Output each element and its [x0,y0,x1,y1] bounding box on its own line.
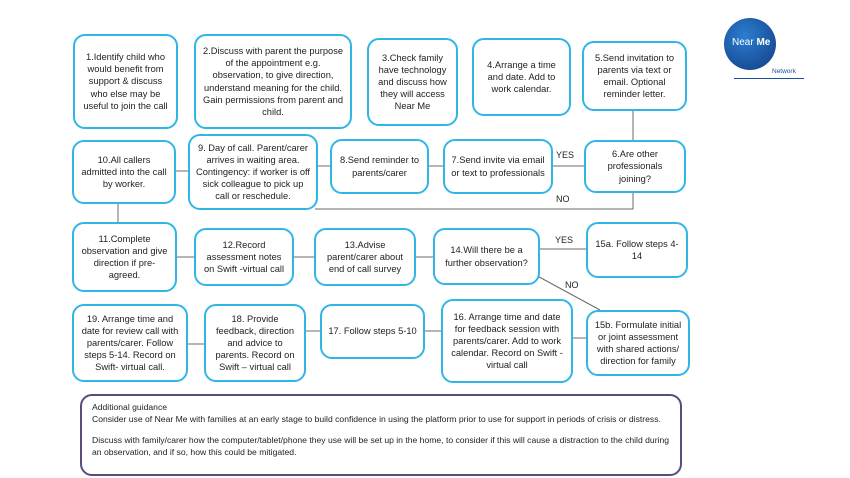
logo-underline [734,78,804,79]
step-4-box: 4.Arrange a time and date. Add to work c… [472,38,571,116]
no-label-step-14: NO [565,280,579,290]
step-1-box: 1.Identify child who would benefit from … [73,34,178,129]
step-15a-box: 15a. Follow steps 4-14 [586,222,688,278]
step-15b-text: 15b. Formulate initial or joint assessme… [594,319,682,367]
step-5-box: 5.Send invitation to parents via text or… [582,41,687,111]
logo-network-label: Network [772,68,796,75]
guidance-title: Additional guidance [92,402,168,412]
step-16-text: 16. Arrange time and date for feedback s… [451,311,563,371]
step-2-text: 2.Discuss with parent the purpose of the… [202,46,344,117]
step-19-box: 19. Arrange time and date for review cal… [72,304,188,382]
step-6-box: 6.Are other professionals joining? [584,140,686,193]
step-1-text: 1.Identify child who would benefit from … [83,52,168,111]
step-8-box: 8.Send reminder to parents/carer [330,139,429,194]
near-me-logo: Near Me Network [724,18,814,80]
step-17-text: 17. Follow steps 5-10 [328,326,417,337]
step-10-box: 10.All callers admitted into the call by… [72,140,176,204]
step-14-box: 14.Will there be a further observation? [433,228,540,285]
step-2-box: 2.Discuss with parent the purpose of the… [194,34,352,129]
step-5-text: 5.Send invitation to parents via text or… [594,52,675,100]
step-14-text: 14.Will there be a further observation? [445,245,528,268]
step-16-box: 16. Arrange time and date for feedback s… [441,299,573,383]
step-10-text: 10.All callers admitted into the call by… [81,154,167,190]
step-18-box: 18. Provide feedback, direction and advi… [204,304,306,382]
guidance-paragraph-1: Consider use of Near Me with families at… [92,413,661,424]
step-12-box: 12.Record assessment notes on Swift -vir… [194,228,294,286]
step-3-text: 3.Check family have technology and discu… [378,52,447,112]
additional-guidance-box: Additional guidance Consider use of Near… [80,394,682,476]
step-13-text: 13.Advise parent/carer about end of call… [327,239,403,275]
yes-label-step-6: YES [556,150,575,160]
step-3-box: 3.Check family have technology and discu… [367,38,458,126]
step-8-text: 8.Send reminder to parents/carer [339,155,420,178]
step-15a-text: 15a. Follow steps 4-14 [595,238,679,261]
step-7-box: 7.Send invite via email or text to profe… [443,139,553,194]
step-9-box: 9. Day of call. Parent/carer arrives in … [188,134,318,210]
step-18-text: 18. Provide feedback, direction and advi… [215,313,295,373]
step-4-text: 4.Arrange a time and date. Add to work c… [487,59,556,95]
step-11-text: 11.Complete observation and give directi… [81,233,168,281]
logo-circle-icon [724,18,776,70]
step-13-box: 13.Advise parent/carer about end of call… [314,228,416,286]
step-19-text: 19. Arrange time and date for review cal… [81,313,179,373]
step-11-box: 11.Complete observation and give directi… [72,222,177,292]
yes-label-step-14: YES [555,235,574,245]
step-12-text: 12.Record assessment notes on Swift -vir… [203,239,285,275]
step-6-text: 6.Are other professionals joining? [607,149,663,184]
no-label-step-6: NO [556,194,570,204]
step-9-text: 9. Day of call. Parent/carer arrives in … [195,142,311,202]
step-17-box: 17. Follow steps 5-10 [320,304,425,359]
guidance-paragraph-2: Discuss with family/carer how the comput… [92,435,670,457]
step-15b-box: 15b. Formulate initial or joint assessme… [586,310,690,376]
step-7-text: 7.Send invite via email or text to profe… [451,155,545,178]
logo-wordmark: Near Me [732,37,771,48]
